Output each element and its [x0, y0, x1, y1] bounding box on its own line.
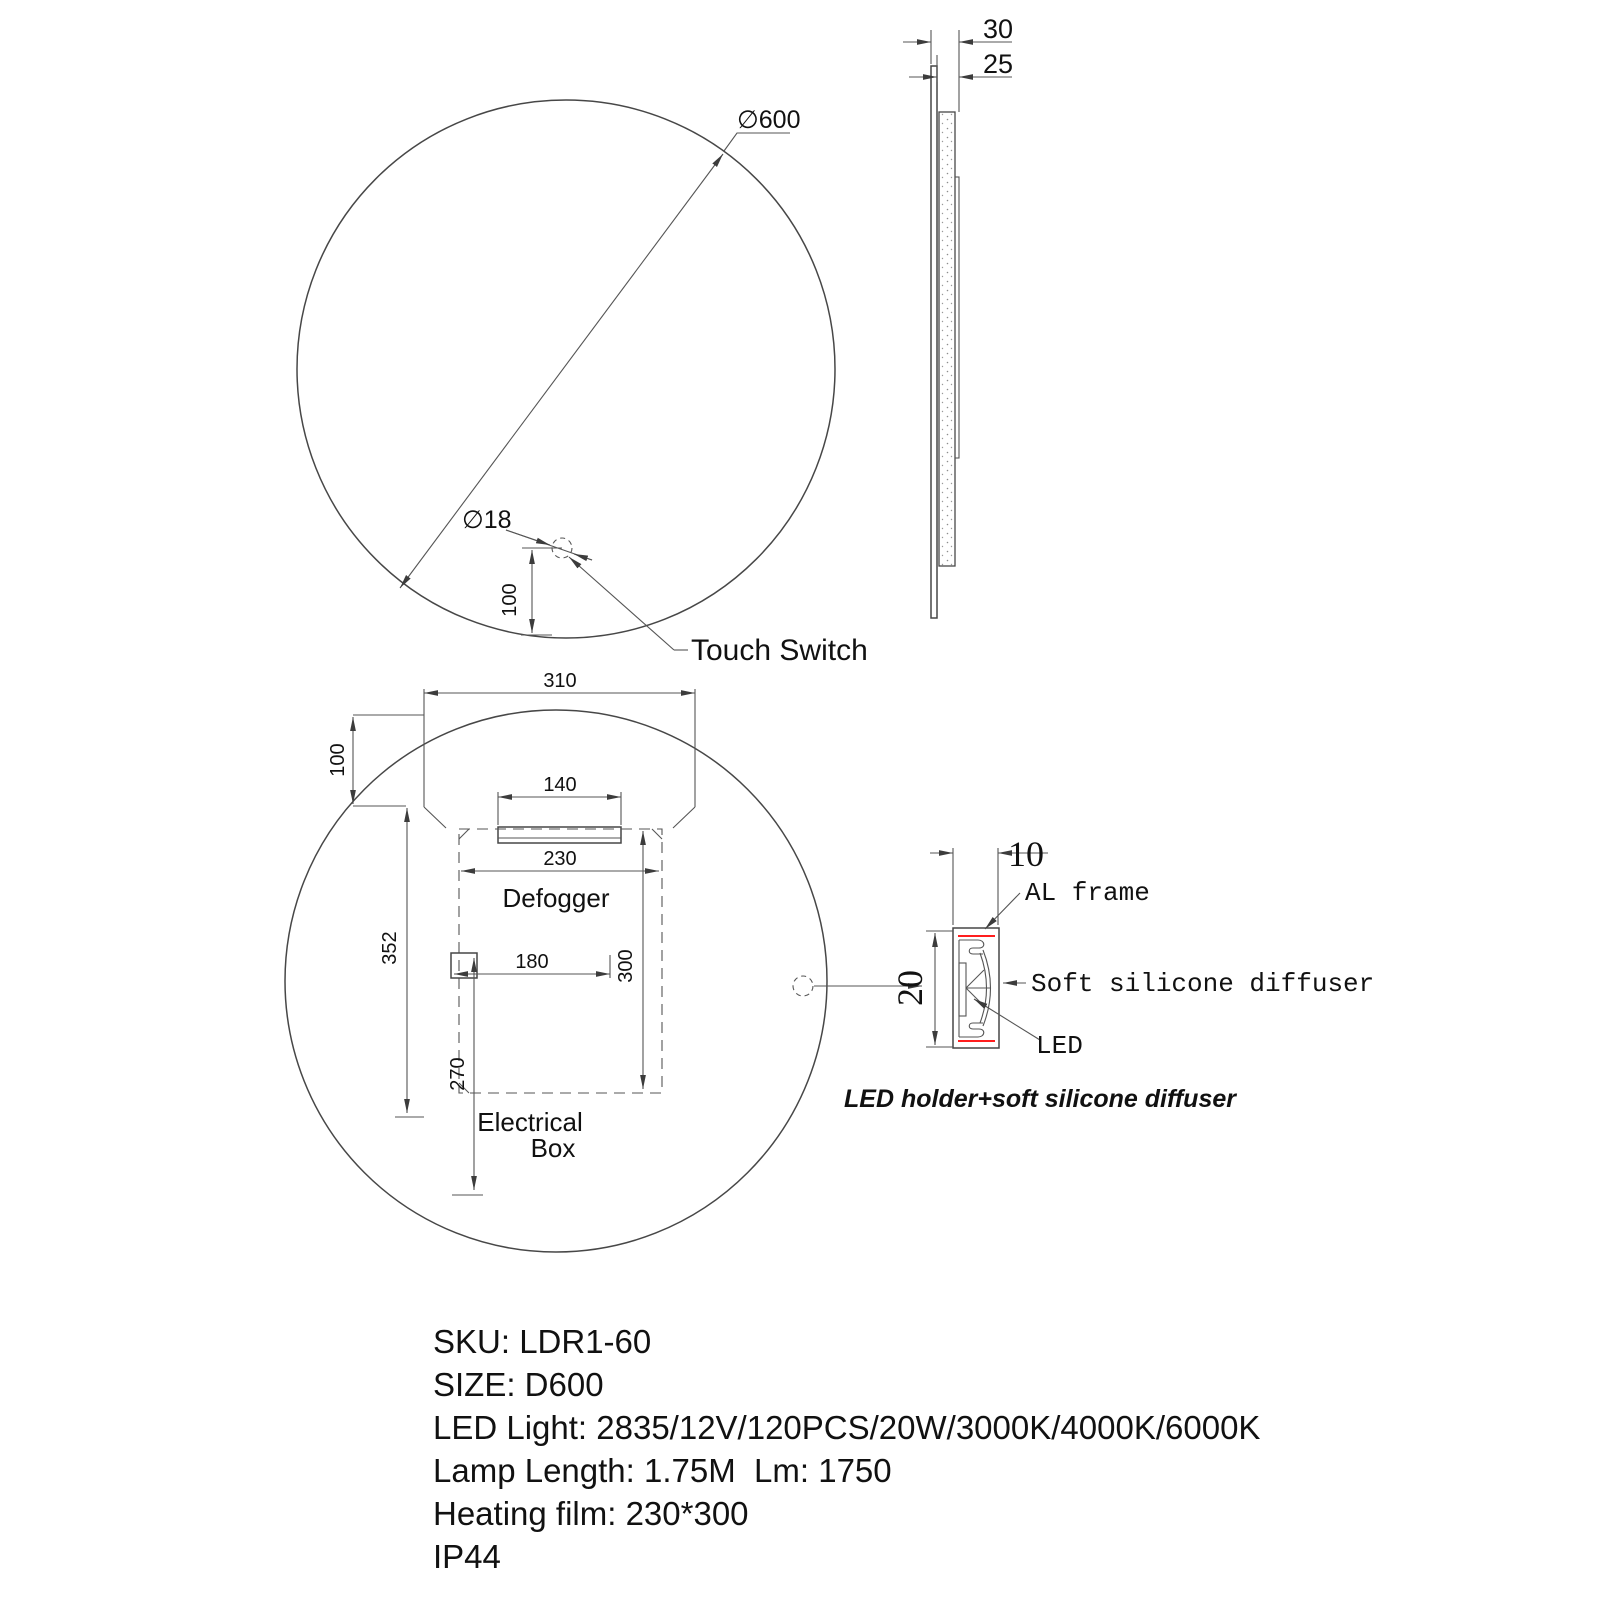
side-mount-strip	[954, 176, 960, 459]
switch-diameter-arrow-left	[505, 529, 551, 546]
dim20-text: 20	[890, 970, 930, 1006]
electrical-box-label-2: Box	[531, 1133, 576, 1163]
led-leader	[973, 998, 1041, 1041]
profile-hook-bottom	[959, 1022, 985, 1038]
spec-sku: SKU: LDR1-60	[433, 1323, 651, 1360]
diameter-line	[399, 153, 724, 589]
led-board	[958, 962, 967, 1017]
spec-lamp-length: Lamp Length: 1.75M Lm: 1750	[433, 1452, 892, 1489]
diffuser-label: Soft silicone diffuser	[1031, 969, 1374, 999]
dim300-text: 300	[615, 949, 637, 982]
dim310-slant-left	[423, 806, 447, 829]
spec-ip-rating: IP44	[433, 1538, 501, 1575]
led-ray-1	[965, 969, 985, 989]
touch-switch-leader	[568, 556, 675, 651]
dim140-text: 140	[543, 774, 576, 796]
diameter-dim-text: ∅600	[737, 106, 801, 134]
profile-outer	[952, 927, 1000, 1049]
diameter-leader	[723, 132, 790, 152]
dim100-text: 100	[327, 743, 349, 776]
led-holder-detail: 10 20 AL frame Soft silicone diffuser LE…	[844, 834, 1374, 1113]
defogger-chamfer-tl	[458, 828, 470, 840]
electrical-box-label-1: Electrical	[477, 1107, 582, 1137]
back-outline-circle	[284, 709, 828, 1253]
defogger-area	[458, 828, 663, 1094]
dim230-text: 230	[543, 848, 576, 870]
dim25-text: 25	[983, 49, 1013, 79]
spec-size: SIZE: D600	[433, 1366, 604, 1403]
dim10-text: 10	[1008, 834, 1044, 874]
profile-hook-top	[959, 939, 985, 955]
al-frame-leader	[984, 892, 1021, 930]
defogger-chamfer-bl	[458, 1082, 470, 1094]
switch-diameter-arrow-right	[573, 553, 593, 562]
spec-led-light: LED Light: 2835/12V/120PCS/20W/3000K/400…	[433, 1409, 1260, 1446]
dim30-text: 30	[983, 14, 1013, 44]
hanging-bracket	[497, 826, 622, 844]
dim270-text: 270	[447, 1057, 469, 1090]
spec-block: SKU: LDR1-60 SIZE: D600 LED Light: 2835/…	[433, 1323, 1260, 1575]
side-glass	[930, 65, 938, 619]
defogger-chamfer-tr	[651, 828, 663, 840]
diffuser-arc-outer	[982, 949, 991, 1027]
mirror-outline-circle	[296, 99, 836, 639]
switch-diameter-text: ∅18	[462, 506, 512, 534]
dim310-slant-right	[672, 806, 696, 829]
dim352-text: 352	[379, 931, 401, 964]
led-label: LED	[1036, 1031, 1083, 1061]
detail-caption: LED holder+soft silicone diffuser	[844, 1085, 1237, 1113]
al-frame-label: AL frame	[1025, 878, 1150, 908]
spec-heating-film: Heating film: 230*300	[433, 1495, 749, 1532]
defogger-label: Defogger	[503, 883, 610, 913]
switch-offset-dim-text: 100	[499, 583, 521, 616]
led-callout-circle	[792, 975, 814, 997]
back-view: Defogger Electrical Box 310 100 140 230 …	[284, 670, 922, 1253]
touch-switch-label: Touch Switch	[691, 634, 868, 667]
side-view: 30 25	[903, 14, 1013, 619]
dim310-text: 310	[543, 670, 576, 692]
electrical-box	[450, 952, 478, 979]
side-back-panel	[938, 111, 956, 567]
dim180-text: 180	[515, 951, 548, 973]
front-view: ∅600 ∅18 100 Touch Switch	[296, 99, 868, 667]
